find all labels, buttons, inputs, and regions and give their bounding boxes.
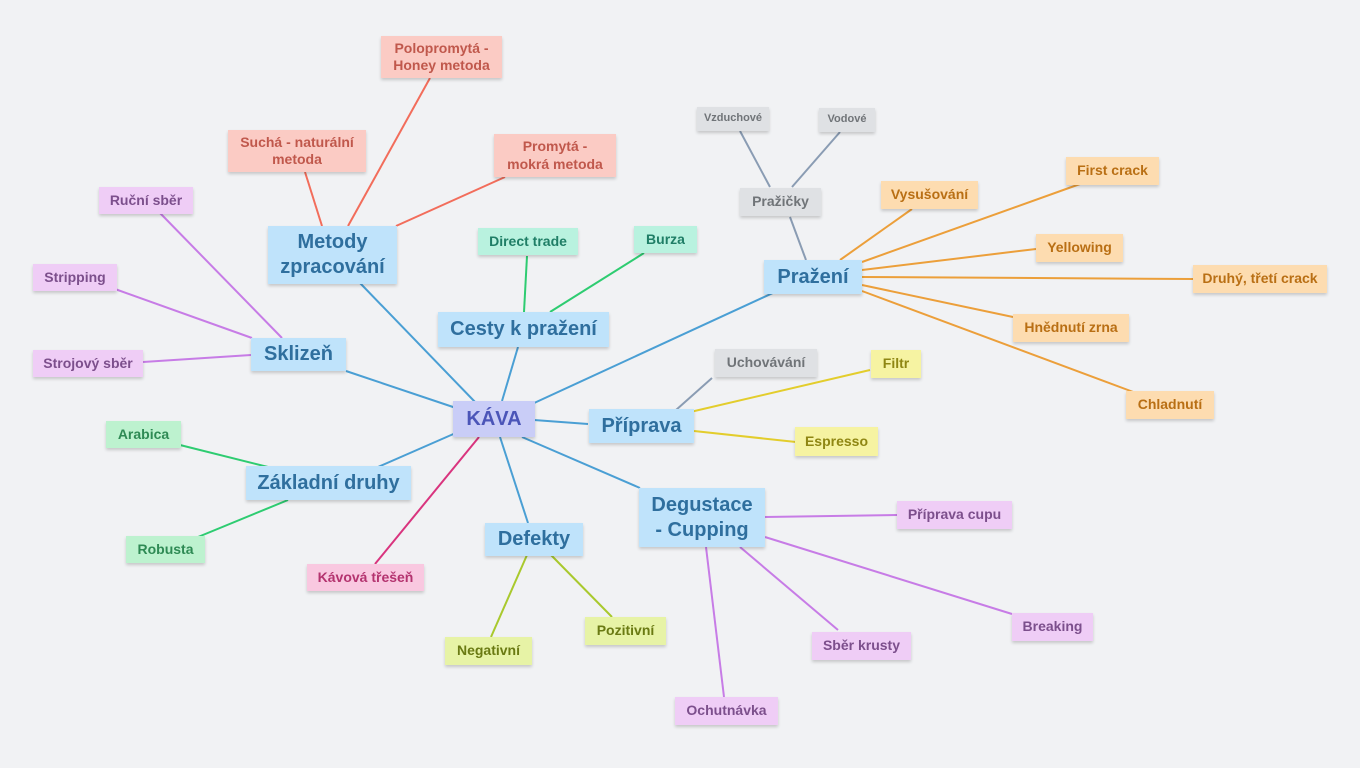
link-kava-defekty bbox=[499, 436, 529, 524]
link-zakladni-robusta bbox=[197, 499, 289, 538]
link-metody-sucha bbox=[304, 171, 323, 227]
link-sklizen-strojovy bbox=[142, 354, 252, 363]
link-prazeni-chladnuti bbox=[861, 290, 1137, 394]
node-druhy-treti-crack[interactable]: Druhý, třetí crack bbox=[1193, 265, 1327, 293]
link-degustace-ochutnavka bbox=[705, 546, 725, 698]
node-stripping[interactable]: Stripping bbox=[33, 264, 117, 291]
node-vodove[interactable]: Vodové bbox=[819, 108, 875, 132]
link-prazicky-vzduchove bbox=[739, 130, 771, 188]
node-breaking[interactable]: Breaking bbox=[1012, 613, 1093, 641]
node-robusta[interactable]: Robusta bbox=[126, 536, 205, 563]
node-sklizen[interactable]: Sklizeň bbox=[251, 338, 346, 371]
node-burza[interactable]: Burza bbox=[634, 226, 697, 253]
link-degustace-pripravacupu bbox=[764, 514, 898, 518]
node-chladnuti[interactable]: Chladnutí bbox=[1126, 391, 1214, 419]
link-priprava-uchovavani bbox=[675, 377, 713, 411]
link-metody-polopromyta bbox=[347, 77, 431, 227]
node-cesty-k-prazeni[interactable]: Cesty k pražení bbox=[438, 312, 609, 347]
node-kava[interactable]: KÁVA bbox=[453, 401, 535, 437]
node-degustace-cupping[interactable]: Degustace - Cupping bbox=[639, 488, 765, 547]
link-kava-priprava bbox=[533, 419, 589, 425]
link-kava-sklizen bbox=[345, 370, 457, 409]
node-pozitivni[interactable]: Pozitivní bbox=[585, 617, 666, 645]
link-kava-zakladni bbox=[377, 431, 459, 468]
node-priprava-cupu[interactable]: Příprava cupu bbox=[897, 501, 1012, 529]
node-prazicky[interactable]: Pražičky bbox=[740, 188, 821, 216]
link-cesty-direct bbox=[523, 255, 528, 313]
link-prazeni-yellowing bbox=[861, 248, 1037, 271]
node-direct-trade[interactable]: Direct trade bbox=[478, 228, 578, 255]
node-arabica[interactable]: Arabica bbox=[106, 421, 181, 448]
node-first-crack[interactable]: First crack bbox=[1066, 157, 1159, 185]
link-sklizen-stripping bbox=[114, 288, 253, 339]
link-prazeni-vysusovani bbox=[839, 208, 913, 261]
node-filtr[interactable]: Filtr bbox=[871, 350, 921, 378]
node-priprava[interactable]: Příprava bbox=[589, 409, 694, 443]
link-prazicky-vodove bbox=[791, 131, 841, 188]
link-prazeni-hnednuti bbox=[861, 284, 1014, 318]
node-hnednuti-zrna[interactable]: Hnědnutí zrna bbox=[1013, 314, 1129, 342]
link-degustace-sberkrusty bbox=[739, 546, 839, 631]
link-priprava-filtr bbox=[685, 369, 871, 414]
link-kava-tresen bbox=[374, 436, 480, 565]
link-metody-promyta bbox=[395, 176, 506, 227]
node-ochutnavka[interactable]: Ochutnávka bbox=[675, 697, 778, 725]
node-strojovy-sber[interactable]: Strojový sběr bbox=[33, 350, 143, 377]
node-vzduchove[interactable]: Vzduchové bbox=[697, 107, 769, 131]
link-kava-prazeni bbox=[531, 291, 776, 405]
link-sklizen-rucni bbox=[159, 212, 283, 339]
node-vysusovani[interactable]: Vysušování bbox=[881, 181, 978, 209]
node-defekty[interactable]: Defekty bbox=[485, 523, 583, 556]
node-promyta[interactable]: Promytá - mokrá metoda bbox=[494, 134, 616, 177]
node-uchovavani[interactable]: Uchovávání bbox=[715, 349, 817, 377]
node-kavova-tresen[interactable]: Kávová třešeň bbox=[307, 564, 424, 591]
link-prazeni-firstcrack bbox=[861, 183, 1081, 263]
link-prazeni-druhy bbox=[861, 276, 1194, 280]
link-kava-degustace bbox=[521, 436, 641, 489]
node-espresso[interactable]: Espresso bbox=[795, 427, 878, 456]
link-cesty-burza bbox=[549, 252, 645, 313]
link-kava-metody bbox=[359, 282, 477, 404]
link-degustace-breaking bbox=[764, 536, 1013, 615]
node-prazeni[interactable]: Pražení bbox=[764, 260, 862, 294]
link-defekty-negativni bbox=[490, 554, 528, 638]
node-negativni[interactable]: Negativní bbox=[445, 637, 532, 665]
link-prazeni-prazicky bbox=[789, 216, 807, 261]
node-zakladni-druhy[interactable]: Základní druhy bbox=[246, 466, 411, 500]
link-kava-cesty bbox=[501, 346, 519, 402]
link-zakladni-arabica bbox=[179, 444, 273, 469]
link-priprava-espresso bbox=[693, 430, 797, 443]
node-metody-zpracovani[interactable]: Metody zpracování bbox=[268, 226, 397, 284]
link-defekty-pozitivni bbox=[550, 554, 613, 618]
node-polopromyta[interactable]: Polopromytá - Honey metoda bbox=[381, 36, 502, 78]
node-sucha[interactable]: Suchá - naturální metoda bbox=[228, 130, 366, 172]
node-yellowing[interactable]: Yellowing bbox=[1036, 234, 1123, 262]
node-rucni-sber[interactable]: Ruční sběr bbox=[99, 187, 193, 214]
node-sber-krusty[interactable]: Sběr krusty bbox=[812, 632, 911, 660]
